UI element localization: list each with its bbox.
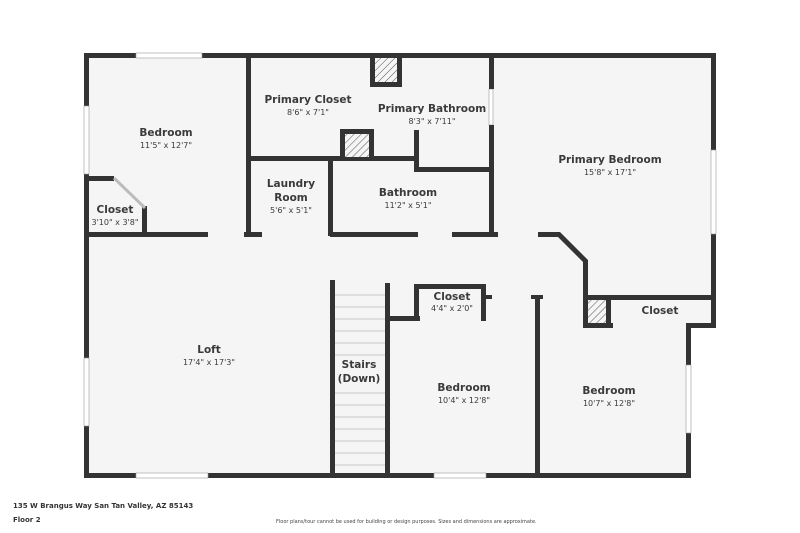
- interior-walls: [84, 55, 716, 478]
- window-bedroom-nw-top: [135, 52, 203, 59]
- room-dims-bedroom-s1: 10'4" x 12'8": [438, 396, 490, 405]
- room-name-primary-bedroom: Primary Bedroom: [558, 154, 661, 166]
- room-dims-primary-closet: 8'6" x 7'1": [287, 108, 329, 117]
- room-dims-bedroom-s2: 10'7" x 12'8": [583, 399, 635, 408]
- room-name-closet-hall: Closet: [434, 291, 471, 303]
- room-name-stairs: Stairs: [342, 359, 377, 371]
- room-dims-laundry: 5'6" x 5'1": [270, 206, 312, 215]
- room-dims-primary-bedroom: 15'8" x 17'1": [584, 168, 636, 177]
- room-name-bedroom-s1: Bedroom: [437, 382, 490, 394]
- windows: [83, 52, 717, 479]
- room-dims-bathroom: 11'2" x 5'1": [384, 201, 431, 210]
- room-dims-primary-bathroom: 8'3" x 7'11": [408, 117, 455, 126]
- room-name-closet-nw: Closet: [97, 204, 134, 216]
- window-primary-bedroom: [710, 149, 717, 235]
- window-bedroom-s2: [685, 364, 692, 434]
- window-bedroom-nw-left: [83, 105, 90, 175]
- room-name-primary-bathroom: Primary Bathroom: [378, 103, 486, 115]
- window-loft-bottom: [135, 472, 209, 479]
- room-dims-closet-nw: 3'10" x 3'8": [91, 218, 138, 227]
- window-bedroom-s1: [433, 472, 487, 479]
- room-name-bedroom-nw: Bedroom: [139, 127, 192, 139]
- disclaimer: Floor plans/tour cannot be used for buil…: [276, 519, 537, 525]
- floor-area: [85, 55, 720, 476]
- room-name-laundry-2: Room: [274, 192, 308, 204]
- stair-treads: [335, 294, 385, 466]
- floor-label: Floor 2: [13, 516, 41, 524]
- room-name-laundry: Laundry: [267, 178, 315, 190]
- room-name-loft: Loft: [197, 344, 221, 356]
- room-dims-loft: 17'4" x 17'3": [183, 358, 235, 367]
- room-name-bedroom-s2: Bedroom: [582, 385, 635, 397]
- room-name-primary-closet: Primary Closet: [264, 94, 351, 106]
- room-name-bathroom: Bathroom: [379, 187, 437, 199]
- window-loft-left: [83, 357, 90, 427]
- room-dims-bedroom-nw: 11'5" x 12'7": [140, 141, 192, 150]
- room-name-stairs-2: (Down): [338, 373, 381, 385]
- room-labels: Bedroom 11'5" x 12'7" Closet 3'10" x 3'8…: [91, 94, 678, 408]
- room-dims-closet-hall: 4'4" x 2'0": [431, 304, 473, 313]
- property-address: 135 W Brangus Way San Tan Valley, AZ 851…: [13, 502, 194, 510]
- room-name-closet-e: Closet: [642, 305, 679, 317]
- window-primary-bath: [488, 88, 494, 126]
